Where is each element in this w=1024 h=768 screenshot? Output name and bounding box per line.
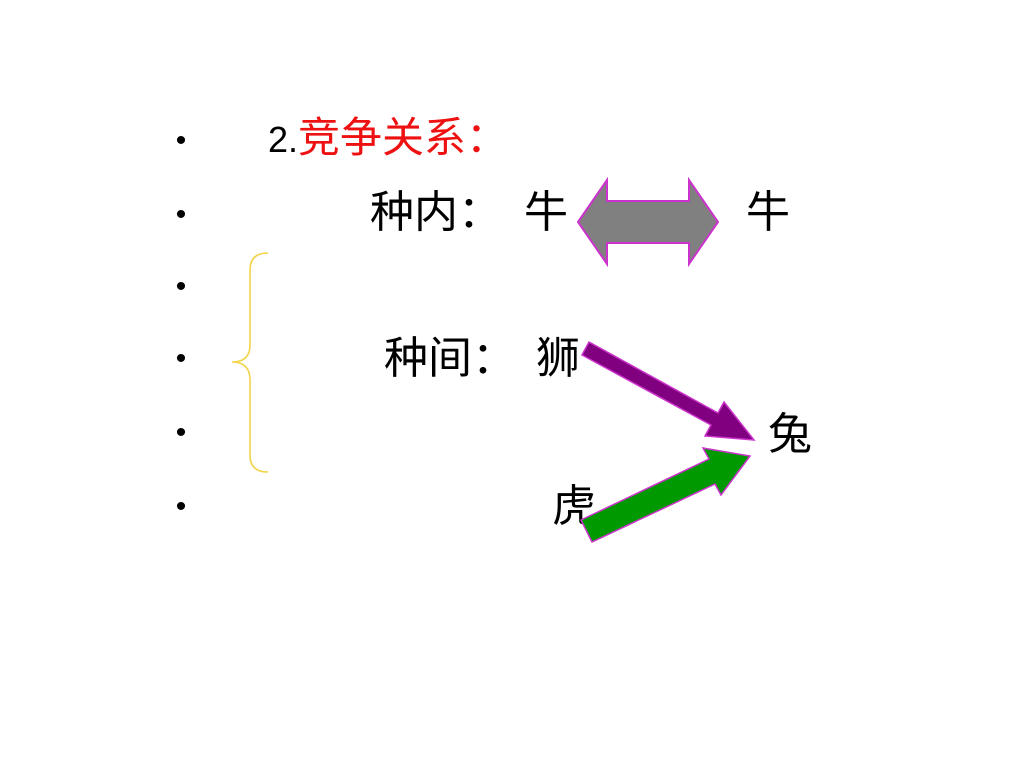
bullet-4: • — [175, 342, 187, 375]
bullet-2: • — [175, 198, 187, 231]
title-number: 2. — [268, 119, 299, 160]
slide-title: 2.竞争关系： — [268, 112, 508, 166]
interspecific-animal-a: 狮 — [536, 333, 580, 384]
intraspecific-label: 种内： — [370, 187, 502, 238]
interspecific-label: 种间： — [384, 333, 516, 384]
bullet-1: • — [175, 124, 187, 157]
intraspecific-right-animal: 牛 — [746, 187, 790, 238]
intraspecific-left-animal: 牛 — [524, 187, 568, 238]
green-arrow-shape — [579, 447, 752, 543]
brace-shape — [231, 252, 269, 473]
bullet-3: • — [175, 270, 187, 303]
double-arrow-shape — [576, 176, 720, 268]
bullet-6: • — [175, 490, 187, 523]
title-text: 竞争关系： — [298, 113, 509, 162]
bullet-5: • — [175, 416, 187, 449]
interspecific-target: 兔 — [768, 409, 812, 460]
purple-arrow-shape — [580, 340, 756, 441]
